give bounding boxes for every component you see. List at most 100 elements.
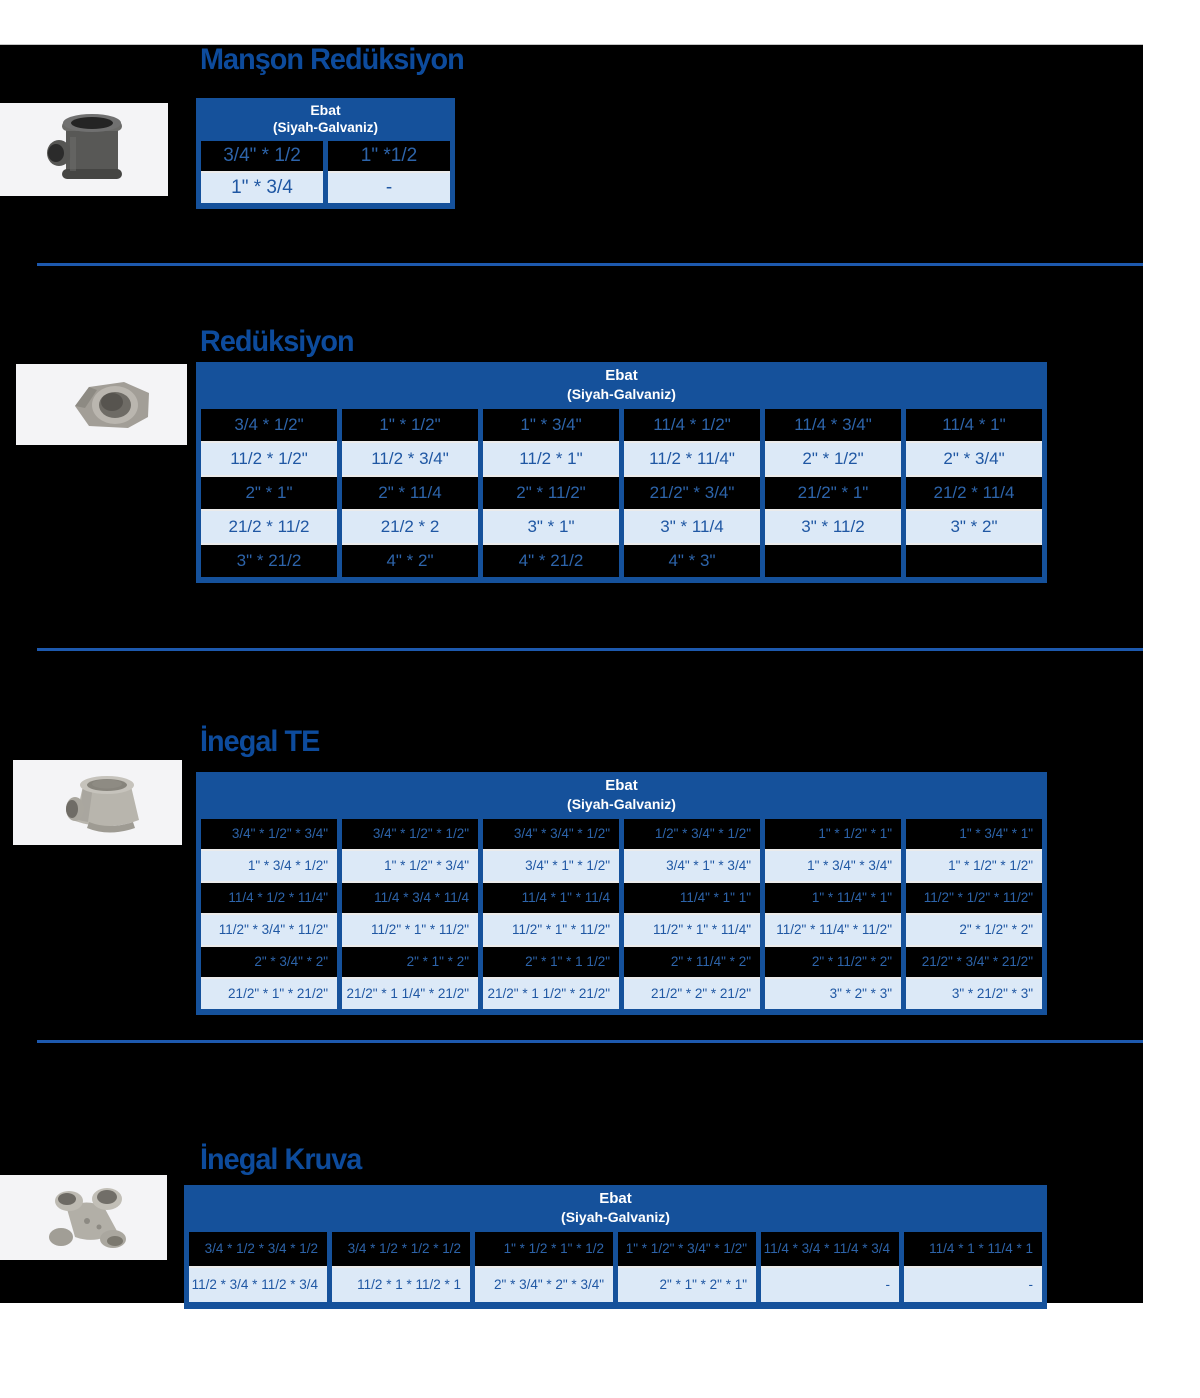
table-header-line1: Ebat [310,102,341,118]
table-cell: 2" * 1" * 1 1/2" [483,944,619,977]
product-photo-reducing-bushing [16,364,187,445]
table-cell: 3/4 * 1/2 * 3/4 * 1/2 [189,1231,327,1266]
table-cell: 21/2" * 3/4" [624,474,760,509]
table-header: Ebat (Siyah-Galvaniz) [201,772,1042,819]
table-cell: 2" * 1/2" [765,440,901,475]
table-cell: 11/4" * 1" 1" [624,880,760,913]
table-cell: 11/2 * 1" [483,440,619,475]
table-cell: 1" * 3/4" [483,408,619,441]
table-header-line2: (Siyah-Galvaniz) [567,385,676,402]
table-cell: 4" * 3" [624,542,760,577]
table-cell: 21/2" * 1 1/2" * 21/2" [483,976,619,1009]
table-cell: 2" * 11/4 [342,474,478,509]
table-cell: 3/4" * 1/2 [201,140,323,171]
table-cell: 11/2" * 1" * 11/4" [624,912,760,945]
table-cell: 21/2" * 2" * 21/2" [624,976,760,1009]
product-photo-black-reducing-socket [0,103,168,196]
section-title-inegal-kruva: İnegal Kruva [200,1143,362,1176]
table-cell: 1/2" * 3/4" * 1/2" [624,818,760,849]
table-cell: 3" * 2" * 3" [765,976,901,1009]
table-cell: 11/4 * 1/2 * 11/4" [201,880,337,913]
table-cell: 11/4 * 1/2" [624,408,760,441]
table-cell: 1" * 1/2" * 3/4" * 1/2" [618,1231,756,1266]
table-cell: - [904,1265,1042,1302]
table-cell: 11/4 * 1" * 11/4 [483,880,619,913]
table-cell: 11/2 * 1/2" [201,440,337,475]
table-cell: 11/4 * 3/4 * 11/4 * 3/4 [761,1231,899,1266]
table-cell: 21/2" * 1" [765,474,901,509]
table-cell: 4" * 2" [342,542,478,577]
table-cell: 21/2" * 1 1/4" * 21/2" [342,976,478,1009]
table-cell: 1" * 1/2 * 1" * 1/2 [475,1231,613,1266]
table-cell: 3/4" * 1/2" * 3/4" [201,818,337,849]
section-title-reduksiyon: Redüksiyon [200,325,355,358]
size-table-inegal-kruva: Ebat (Siyah-Galvaniz) 3/4 * 1/2 * 3/4 * … [184,1185,1047,1309]
table-cell: 1" * 3/4" * 1" [906,818,1042,849]
table-cell: 3/4 * 1/2" [201,408,337,441]
section-title-manson-reduksiyon: Manşon Redüksiyon [200,43,465,76]
table-cell [906,542,1042,577]
table-cell: 2" * 1/2" * 2" [906,912,1042,945]
table-cell: 3" * 21/2 [201,542,337,577]
section-divider [37,648,1143,651]
table-cell: 11/4 * 1 * 11/4 * 1 [904,1231,1042,1266]
size-table-reduksiyon: Ebat (Siyah-Galvaniz) 3/4 * 1/2"1" * 1/2… [196,362,1047,583]
table-cell: 11/2 * 3/4" [342,440,478,475]
table-cell: 11/2 * 1 * 11/2 * 1 [332,1265,470,1302]
table-cell: 21/2 * 2 [342,508,478,543]
table-cell: 2" * 3/4" * 2" * 3/4" [475,1265,613,1302]
table-cell: 21/2" * 1" * 21/2" [201,976,337,1009]
table-cell: 1" * 3/4 * 1/2" [201,848,337,881]
table-cell: 1" *1/2 [328,140,450,171]
table-cell: 11/2" * 3/4" * 11/2" [201,912,337,945]
table-cell: 11/2" * 1" * 11/2" [483,912,619,945]
table-cell: 4" * 21/2 [483,542,619,577]
table-cell: 2" * 11/4" * 2" [624,944,760,977]
table-cell: 11/2 * 11/4" [624,440,760,475]
table-header-line1: Ebat [599,1190,632,1207]
table-cell: 2" * 3/4" * 2" [201,944,337,977]
table-row: 3/4 * 1/2"1" * 1/2"1" * 3/4"11/4 * 1/2"1… [201,408,1042,441]
table-row: 1" * 3/4 * 1/2"1" * 1/2" * 3/4"3/4" * 1"… [201,848,1042,881]
table-cell: 1" * 11/4" * 1" [765,880,901,913]
table-cell: 3/4" * 1" * 3/4" [624,848,760,881]
table-cell: 2" * 1" [201,474,337,509]
table-cell: 3" * 11/4 [624,508,760,543]
table-row: 11/2" * 3/4" * 11/2"11/2" * 1" * 11/2"11… [201,912,1042,945]
table-header: Ebat (Siyah-Galvaniz) [201,362,1042,409]
table-row: 21/2" * 1" * 21/2"21/2" * 1 1/4" * 21/2"… [201,976,1042,1009]
table-cell: 11/2" * 1" * 11/2" [342,912,478,945]
table-cell: 2" * 11/2" * 2" [765,944,901,977]
table-header-line2: (Siyah-Galvaniz) [561,1208,670,1225]
table-row: 1" * 3/4- [201,170,450,203]
table-cell: 11/2" * 11/4" * 11/2" [765,912,901,945]
table-header-line2: (Siyah-Galvaniz) [272,119,379,135]
table-cell: 11/2 * 3/4 * 11/2 * 3/4 [189,1265,327,1302]
table-cell [765,542,901,577]
table-cell: 2" * 11/2" [483,474,619,509]
table-cell: 3" * 21/2" * 3" [906,976,1042,1009]
table-cell: 1" * 1/2" * 1/2" [906,848,1042,881]
table-cell: 11/4 * 3/4" [765,408,901,441]
table-cell: 1" * 3/4" * 3/4" [765,848,901,881]
table-cell: 21/2" * 3/4" * 21/2" [906,944,1042,977]
table-header-line1: Ebat [605,367,638,384]
table-header: Ebat (Siyah-Galvaniz) [189,1185,1042,1232]
reducing-tee-illustration [65,775,139,832]
product-photo-galvanized-cross [0,1175,167,1260]
table-cell: 3/4 * 1/2 * 1/2 * 1/2 [332,1231,470,1266]
table-cell: 21/2 * 11/2 [201,508,337,543]
section-title-inegal-te: İnegal TE [200,725,320,758]
table-cell: 11/4 * 1" [906,408,1042,441]
table-row: 2" * 3/4" * 2"2" * 1" * 2"2" * 1" * 1 1/… [201,944,1042,977]
table-cell: 3" * 2" [906,508,1042,543]
table-cell: 21/2 * 11/4 [906,474,1042,509]
cross-fitting-illustration [48,1187,126,1248]
table-row: 11/2 * 1/2"11/2 * 3/4"11/2 * 1"11/2 * 11… [201,440,1042,475]
